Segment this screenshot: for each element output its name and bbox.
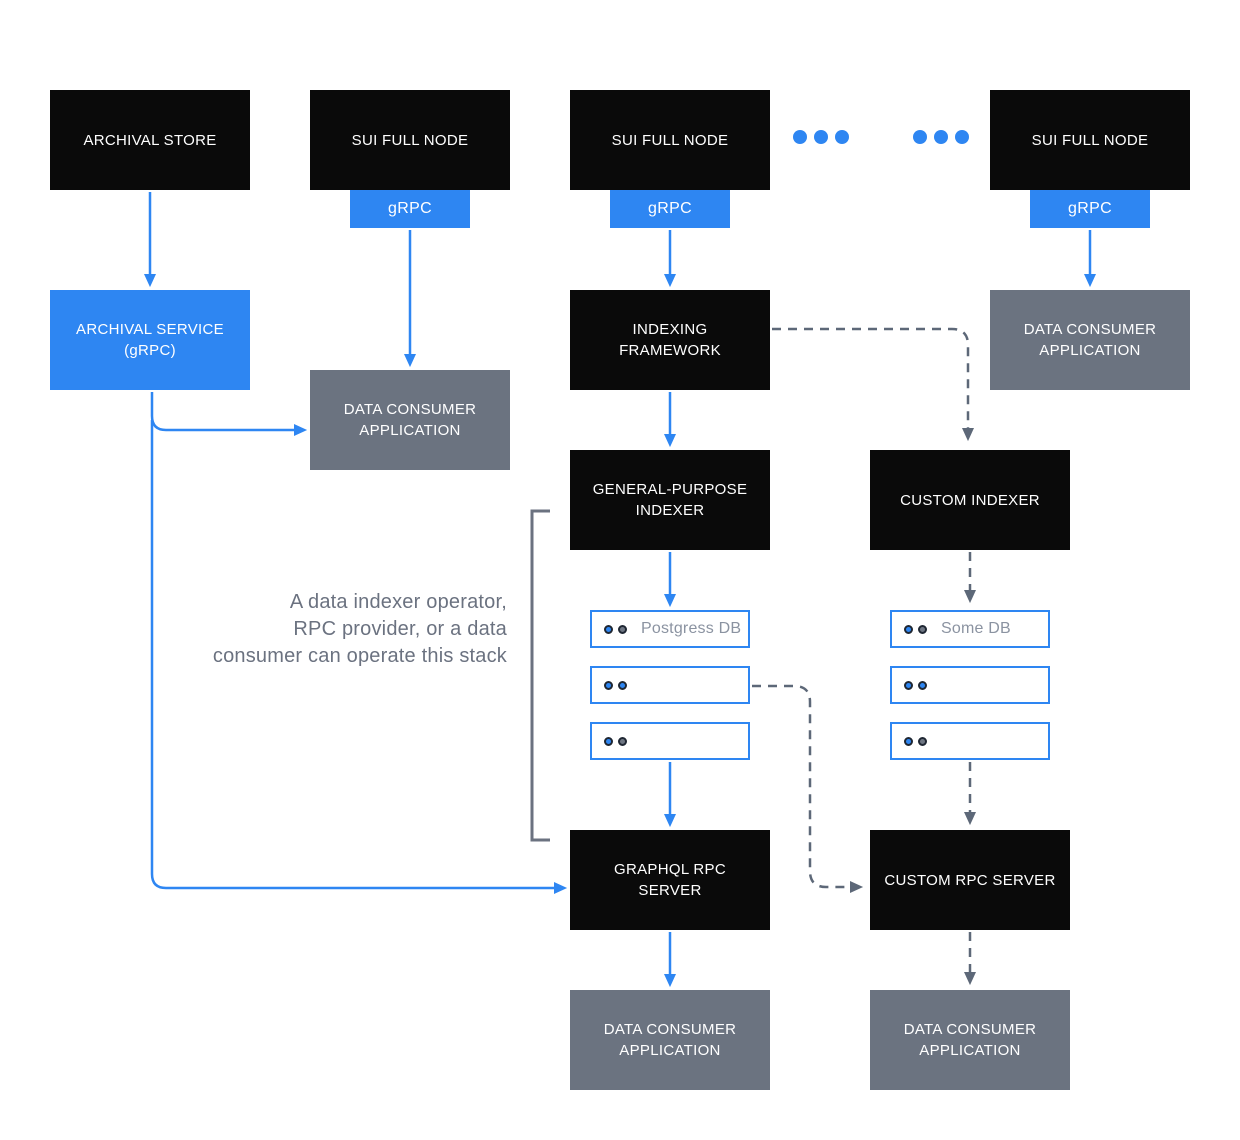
dashed-indexing-framework-to-custom-indexer [772,327,974,442]
ellipsis-dots-right [913,130,969,144]
db-row [590,722,750,760]
node-label: CUSTOM RPC SERVER [884,871,1056,889]
annotation-line: A data indexer operator, [289,591,507,613]
node-label: DATA CONSUMER APPLICATION [343,401,477,439]
node-label: DATA CONSUMER APPLICATION [903,1021,1037,1059]
stack-annotation: A data indexer operator, RPC provider, o… [167,589,507,670]
dot-icon [955,130,969,144]
node-sui-full-node-3: SUI FULL NODE [990,90,1190,190]
node-label: INDEXING FRAMEWORK [619,321,721,359]
db-row-label: Some DB [941,620,1011,637]
dot-icon [913,130,927,144]
db-dot-icon [604,736,613,746]
annotation-line: consumer can operate this stack [212,645,507,667]
node-label: GENERAL-PURPOSE INDEXER [592,481,748,519]
grpc-badge-2: gRPC [610,190,730,228]
dot-icon [934,130,948,144]
node-label: GRAPHQL RPC SERVER [614,861,726,899]
node-label: DATA CONSUMER APPLICATION [1023,321,1157,359]
db-row [590,666,750,704]
dashed-general-db-to-custom-server [752,684,864,893]
db-dot-icon [604,680,613,690]
node-label: ARCHIVAL SERVICE (gRPC) [76,321,224,359]
node-data-consumer-top-right: DATA CONSUMER APPLICATION [990,290,1190,390]
node-general-purpose-indexer: GENERAL-PURPOSE INDEXER [570,450,770,550]
db-dot-icon [618,736,627,746]
dot-icon [814,130,828,144]
node-data-consumer-left: DATA CONSUMER APPLICATION [310,370,510,470]
db-dot-icon [918,624,927,634]
node-sui-full-node-1: SUI FULL NODE [310,90,510,190]
db-row-some-db: Some DB [890,610,1050,648]
db-dot-icon [918,736,927,746]
grpc-badge-1: gRPC [350,190,470,228]
db-dot-icon [904,624,913,634]
node-label: SUI FULL NODE [1031,131,1149,149]
node-label: ARCHIVAL STORE [83,131,217,149]
node-graphql-rpc-server: GRAPHQL RPC SERVER [570,830,770,930]
db-dot-icon [618,624,627,634]
db-row [890,666,1050,704]
node-label: SUI FULL NODE [611,131,729,149]
node-data-consumer-bottom-right: DATA CONSUMER APPLICATION [870,990,1070,1090]
node-indexing-framework: INDEXING FRAMEWORK [570,290,770,390]
db-dot-icon [618,680,627,690]
node-archival-store: ARCHIVAL STORE [50,90,250,190]
db-row-postgres: Postgress DB [590,610,750,648]
arrow-archival-service-to-data-consumer [150,392,308,436]
grpc-badge-3: gRPC [1030,190,1150,228]
node-sui-full-node-2: SUI FULL NODE [570,90,770,190]
arrow-archival-service-to-graphql-server [150,420,568,894]
grpc-label: gRPC [1068,200,1112,217]
db-dot-icon [904,736,913,746]
stack-bracket [530,509,550,842]
grpc-label: gRPC [648,200,692,217]
db-dot-icon [904,680,913,690]
ellipsis-dots-left [793,130,849,144]
node-label: CUSTOM INDEXER [900,491,1040,509]
node-label: SUI FULL NODE [351,131,469,149]
dot-icon [835,130,849,144]
db-row [890,722,1050,760]
dot-icon [793,130,807,144]
db-dot-icon [604,624,613,634]
db-dot-icon [918,680,927,690]
node-custom-rpc-server: CUSTOM RPC SERVER [870,830,1070,930]
node-label: DATA CONSUMER APPLICATION [603,1021,737,1059]
db-row-label: Postgress DB [641,620,742,637]
node-data-consumer-bottom-mid: DATA CONSUMER APPLICATION [570,990,770,1090]
node-archival-service: ARCHIVAL SERVICE (gRPC) [50,290,250,390]
node-custom-indexer: CUSTOM INDEXER [870,450,1070,550]
annotation-line: RPC provider, or a data [293,618,507,640]
grpc-label: gRPC [388,200,432,217]
